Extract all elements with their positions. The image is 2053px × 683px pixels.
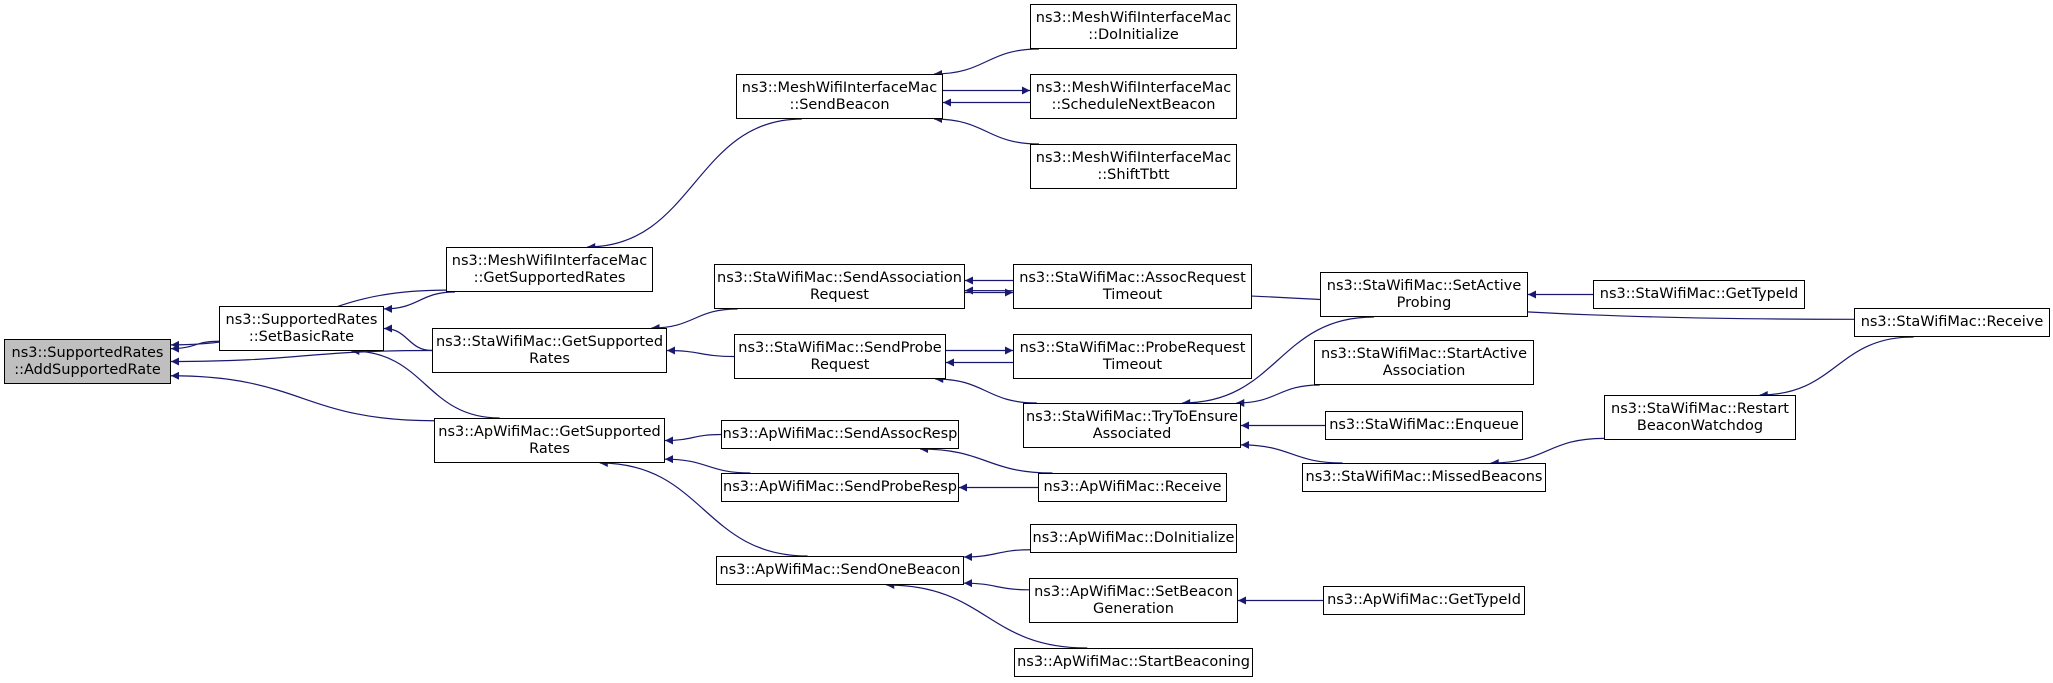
node-apwifimac-getsupportedrates[interactable]: ns3::ApWifiMac::GetSupported Rates (434, 418, 665, 463)
node-label-line: ns3::ApWifiMac::SetBeacon (1034, 583, 1233, 600)
node-label-line: ns3::StaWifiMac::Restart (1611, 400, 1789, 417)
node-label-line: BeaconWatchdog (1636, 417, 1764, 434)
node-label-line: ns3::StaWifiMac::Enqueue (1329, 417, 1519, 433)
call-edge-n24-to-n4 (599, 459, 808, 557)
node-apwifimac-sendonebeacon[interactable]: ns3::ApWifiMac::SendOneBeacon (716, 556, 964, 585)
node-stawifimac-missedbeacons[interactable]: ns3::StaWifiMac::MissedBeacons (1302, 463, 1546, 492)
node-label-line: ns3::StaWifiMac::GetSupported (435, 333, 664, 350)
node-label-line: ns3::StaWifiMac::GetTypeId (1599, 286, 1799, 302)
call-edge-n11-to-n3 (666, 346, 735, 358)
node-stawifimac-startactiveassociation[interactable]: ns3::StaWifiMac::StartActive Association (1314, 340, 1534, 385)
call-edge-n5-to-n2 (587, 118, 802, 251)
node-label-line: ::GetSupportedRates (473, 269, 626, 286)
node-label-line: ns3::MeshWifiInterfaceMac (451, 252, 648, 269)
node-label-line: ns3::StaWifiMac::SendAssociation (717, 269, 962, 286)
node-meshwifiinterfacemac-shifttbtt[interactable]: ns3::MeshWifiInterfaceMac ::ShiftTbtt (1030, 144, 1237, 189)
node-stawifimac-setactiveprobing[interactable]: ns3::StaWifiMac::SetActive Probing (1320, 272, 1528, 317)
node-label-line: ns3::MeshWifiInterfaceMac (1035, 79, 1232, 96)
node-label-line: ns3::ApWifiMac::GetTypeId (1327, 592, 1521, 608)
call-edge-n19-to-n18 (1490, 437, 1605, 467)
node-apwifimac-receive[interactable]: ns3::ApWifiMac::Receive (1038, 473, 1227, 502)
call-edge-n20-to-n19 (1759, 336, 1914, 399)
node-label-line: ns3::ApWifiMac::Receive (1043, 479, 1222, 495)
node-stawifimac-restartbeaconwatchdog[interactable]: ns3::StaWifiMac::Restart BeaconWatchdog (1604, 395, 1796, 440)
node-label-line: Associated (1092, 425, 1172, 442)
node-label-line: ns3::MeshWifiInterfaceMac (741, 79, 938, 96)
node-stawifimac-gettypeid[interactable]: ns3::StaWifiMac::GetTypeId (1593, 280, 1805, 309)
node-apwifimac-startbeaconing[interactable]: ns3::ApWifiMac::StartBeaconing (1014, 648, 1253, 677)
node-label-line: Rates (529, 440, 570, 457)
node-label-line: ns3::StaWifiMac::ProbeRequest (1019, 339, 1246, 356)
call-edge-n2-to-n1 (383, 291, 455, 313)
node-stawifimac-proberequesttimeout[interactable]: ns3::StaWifiMac::ProbeRequest Timeout (1013, 334, 1252, 379)
call-edge-n16-to-n13 (1236, 384, 1320, 407)
node-label-line: ns3::StaWifiMac::StartActive (1320, 345, 1528, 362)
node-meshwifiinterfacemac-getsupportedrates[interactable]: ns3::MeshWifiInterfaceMac ::GetSupported… (446, 247, 653, 292)
node-apwifimac-doinitialize[interactable]: ns3::ApWifiMac::DoInitialize (1030, 524, 1237, 553)
node-label-line: ns3::StaWifiMac::SetActive (1326, 277, 1522, 294)
call-edge-n3-to-n0 (170, 349, 433, 366)
node-label-line: ::SetBasicRate (248, 328, 355, 345)
node-label-line: ::SendBeacon (789, 96, 890, 113)
node-label-line: ns3::ApWifiMac::GetSupported (438, 423, 661, 440)
node-stawifimac-assocrequesttimeout[interactable]: ns3::StaWifiMac::AssocRequest Timeout (1013, 264, 1252, 309)
node-label-line: ::AddSupportedRate (14, 361, 161, 378)
node-supportedrates-addsupportedrate: ns3::SupportedRates ::AddSupportedRate (4, 339, 171, 384)
node-stawifimac-sendproberequest[interactable]: ns3::StaWifiMac::SendProbe Request (734, 334, 946, 379)
call-edge-n28-to-n24 (886, 581, 1088, 649)
node-label-line: ns3::ApWifiMac::SendOneBeacon (719, 562, 961, 578)
node-apwifimac-gettypeid[interactable]: ns3::ApWifiMac::GetTypeId (1323, 586, 1525, 615)
node-label-line: ns3::SupportedRates (11, 344, 164, 361)
node-label-line: ns3::ApWifiMac::DoInitialize (1032, 530, 1235, 546)
call-edge-n4-to-n0 (170, 371, 435, 422)
node-label-line: ::ShiftTbtt (1097, 166, 1170, 183)
node-label-line: ns3::StaWifiMac::MissedBeacons (1305, 469, 1543, 485)
call-edge-n25-to-n24 (963, 549, 1031, 561)
node-label-line: ns3::MeshWifiInterfaceMac (1035, 149, 1232, 166)
call-edge-n4-to-n1 (351, 347, 500, 419)
node-stawifimac-enqueue[interactable]: ns3::StaWifiMac::Enqueue (1325, 411, 1523, 440)
node-label-line: ns3::StaWifiMac::TryToEnsure (1025, 408, 1239, 425)
call-edge-n26-to-n24 (963, 579, 1030, 591)
node-label-line: Timeout (1102, 286, 1163, 303)
call-edge-n6-to-n5 (933, 48, 1040, 78)
node-label-line: ns3::SupportedRates (225, 311, 378, 328)
node-stawifimac-sendassociationrequest[interactable]: ns3::StaWifiMac::SendAssociation Request (714, 264, 965, 309)
call-edge-n21-to-n4 (664, 433, 722, 445)
call-edge-n22-to-n4 (664, 455, 751, 474)
call-edge-n14-to-n13 (1182, 316, 1374, 407)
node-label-line: ns3::MeshWifiInterfaceMac (1035, 9, 1232, 26)
node-label-line: ::ScheduleNextBeacon (1051, 96, 1216, 113)
node-meshwifiinterfacemac-doinitialize[interactable]: ns3::MeshWifiInterfaceMac ::DoInitialize (1030, 4, 1237, 49)
call-edge-n13-to-n11 (935, 375, 1037, 404)
node-label-line: ns3::ApWifiMac::SendProbeResp (723, 479, 957, 495)
node-meshwifiinterfacemac-schedulenextbeacon[interactable]: ns3::MeshWifiInterfaceMac ::ScheduleNext… (1030, 74, 1237, 119)
node-stawifimac-getsupportedrates[interactable]: ns3::StaWifiMac::GetSupported Rates (432, 328, 667, 373)
node-stawifimac-trytoensureassociated[interactable]: ns3::StaWifiMac::TryToEnsure Associated (1023, 403, 1241, 448)
call-edge-n8-to-n5 (933, 115, 1040, 145)
call-edge-n3-to-n1 (383, 324, 433, 352)
node-label-line: ns3::StaWifiMac::SendProbe (738, 339, 942, 356)
node-label-line: Probing (1396, 294, 1452, 311)
node-label-line: Timeout (1102, 356, 1163, 373)
node-stawifimac-receive[interactable]: ns3::StaWifiMac::Receive (1854, 308, 2050, 337)
node-apwifimac-sendassocresp[interactable]: ns3::ApWifiMac::SendAssocResp (721, 420, 959, 449)
call-edge-n9-to-n3 (651, 308, 738, 332)
node-label-line: Association (1382, 362, 1466, 379)
node-meshwifiinterfacemac-sendbeacon[interactable]: ns3::MeshWifiInterfaceMac ::SendBeacon (736, 74, 943, 119)
node-label-line: Generation (1093, 600, 1174, 617)
node-label-line: Request (810, 356, 870, 373)
node-label-line: ns3::StaWifiMac::Receive (1860, 314, 2044, 330)
call-edge-n18-to-n13 (1240, 440, 1343, 464)
node-apwifimac-setbeacongeneration[interactable]: ns3::ApWifiMac::SetBeacon Generation (1029, 578, 1238, 623)
node-apwifimac-sendproberesp[interactable]: ns3::ApWifiMac::SendProbeResp (721, 473, 959, 502)
node-label-line: ::DoInitialize (1088, 26, 1179, 43)
node-label-line: Request (810, 286, 869, 303)
node-label-line: ns3::StaWifiMac::AssocRequest (1019, 269, 1246, 286)
node-supportedrates-setbasicrate[interactable]: ns3::SupportedRates ::SetBasicRate (219, 306, 384, 351)
node-label-line: ns3::ApWifiMac::StartBeaconing (1017, 654, 1250, 670)
node-label-line: Rates (529, 350, 570, 367)
call-edge-n23-to-n21 (920, 445, 1053, 474)
node-label-line: ns3::ApWifiMac::SendAssocResp (722, 426, 958, 442)
